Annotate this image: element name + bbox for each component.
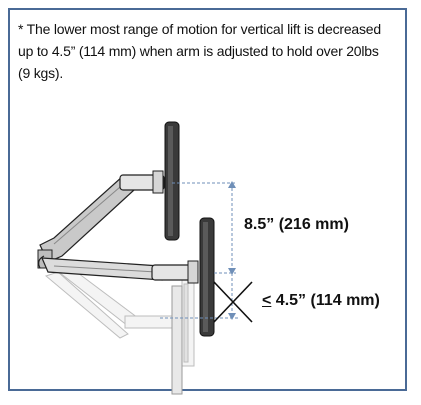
dimension-guides: [160, 181, 238, 320]
less-or-equal-symbol: <: [262, 292, 272, 309]
footnote-text: * The lower most range of motion for ver…: [18, 21, 381, 81]
arm-upper-highlight: [53, 180, 128, 245]
arm-lowered-position: [41, 217, 215, 337]
dimension-label-upper: 8.5” (216 mm): [244, 216, 349, 233]
arm-lower-mount-plate: [187, 260, 199, 284]
dimension-label-lower-value: 4.5” (114 mm): [275, 292, 380, 309]
pole: [171, 285, 183, 395]
arm-raised-position: [39, 121, 180, 263]
monitor-lower-bezel: [203, 222, 208, 332]
cross-mark-stroke-2: [213, 281, 253, 323]
arm-upper-mount-plate: [152, 170, 164, 194]
arrow-top: [228, 181, 236, 188]
monitor-upper-bezel: [168, 126, 173, 236]
arm-cable: [38, 255, 45, 269]
cross-mark: [213, 281, 253, 323]
arrow-middle: [228, 268, 236, 275]
ghost-arm-lowest-position: [44, 257, 195, 367]
ghost-monitor-screen: [183, 283, 189, 363]
arrow-bottom: [228, 313, 236, 320]
arm-lower-highlight: [53, 265, 157, 273]
ghost-arm-segment-lower: [44, 271, 129, 339]
dimension-label-lower: < 4.5” (114 mm): [262, 292, 380, 310]
